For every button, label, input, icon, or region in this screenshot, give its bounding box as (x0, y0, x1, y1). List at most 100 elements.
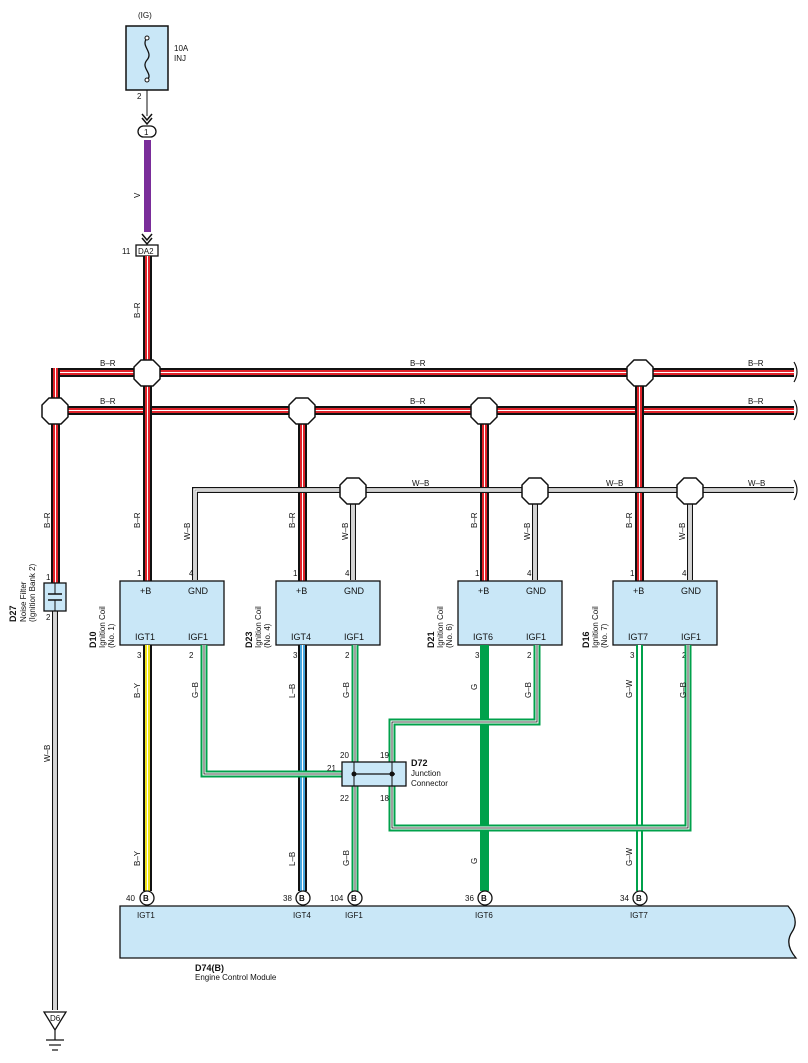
wire-label-wb: W–B (183, 523, 192, 540)
wire-label-wb: W–B (412, 479, 429, 488)
coil-pin-igf: IGF1 (344, 632, 364, 642)
wire-label-br: B–R (133, 512, 142, 528)
coil-pin-igt: IGT7 (628, 632, 648, 642)
wire-g (480, 645, 489, 891)
ecm-connector-letter: B (143, 894, 149, 903)
wire-label-br: B–R (748, 359, 764, 368)
junction-id: D72 (411, 758, 428, 768)
fuse-name: INJ (174, 54, 186, 63)
br-vertical-coil2 (298, 406, 307, 581)
wire-label-gb: G–B (679, 682, 688, 698)
ecm-name: Engine Control Module (195, 973, 277, 982)
ecm-connector-letter: B (351, 894, 357, 903)
wire-label-wb: W–B (341, 523, 350, 540)
coil-num: (No. 1) (107, 623, 116, 648)
wire-label-g: G (470, 858, 479, 864)
fuse-inj (125, 25, 169, 91)
wire-label-gb: G–B (524, 682, 533, 698)
ignition-coil-no4 (275, 580, 381, 646)
ecm-pin-number: 104 (330, 894, 344, 903)
coil-id: D21 (426, 631, 436, 648)
coil-pin-igf: IGF1 (681, 632, 701, 642)
pin-number: 4 (527, 569, 532, 578)
wire-label-wb: W–B (748, 479, 765, 488)
ecm-id: D74(B) (195, 963, 224, 973)
coil-desc: Ignition Coil (254, 606, 263, 648)
pin-number: 2 (527, 651, 532, 660)
pin-number: 2 (189, 651, 194, 660)
wire-label-gw: G–W (625, 847, 634, 866)
inline-connector (137, 125, 157, 138)
noise-filter-id: D27 (8, 605, 18, 622)
coil-pin-gnd: GND (344, 586, 365, 596)
pin-number: 3 (475, 651, 480, 660)
pin-number: 4 (189, 569, 194, 578)
engine-control-module (119, 905, 798, 959)
ignition-coil-no7 (612, 580, 718, 646)
coil-id: D16 (581, 631, 591, 648)
wire-label-by: B–Y (133, 682, 142, 698)
pin-number: 3 (293, 651, 298, 660)
pin-number: 21 (327, 764, 336, 773)
pin-number: 18 (380, 794, 389, 803)
ecm-pin-number: 34 (620, 894, 629, 903)
wire-label-br-top: B–R (133, 302, 142, 318)
coil-pin-igf: IGF1 (526, 632, 546, 642)
wire-label-br: B–R (43, 512, 52, 528)
pin-number: 1 (475, 569, 480, 578)
junction-connector (341, 761, 407, 787)
br-vertical-main (143, 256, 152, 581)
wire-label-br: B–R (410, 397, 426, 406)
br-bus-lower (51, 406, 794, 415)
wire-label-gb: G–B (191, 682, 200, 698)
wire-l-b (298, 645, 307, 891)
ecm-pin-number: 36 (465, 894, 474, 903)
wire-label-wb: W–B (523, 523, 532, 540)
coil-id: D23 (244, 631, 254, 648)
wire-g-b (200, 645, 692, 891)
coil-pin-gnd: GND (681, 586, 702, 596)
pin-number: 20 (340, 751, 349, 760)
ecm-pin-circles (139, 890, 648, 906)
wire-label-v: V (133, 192, 142, 198)
wire-label-lb: L–B (288, 684, 297, 698)
ecm-pin-label: IGT1 (137, 911, 155, 920)
pin-number: 3 (137, 651, 142, 660)
wire-label-gb: G–B (342, 850, 351, 866)
wire-label-br: B–R (100, 359, 116, 368)
pin-number: 2 (345, 651, 350, 660)
pin-number: 1 (293, 569, 298, 578)
wire-violet (144, 140, 151, 232)
junction-line1: Junction (411, 769, 441, 778)
connector-da2-pin: 11 (122, 247, 131, 256)
coil-desc: Ignition Coil (591, 606, 600, 648)
ecm-pin-label: IGT4 (293, 911, 311, 920)
br-vertical-coil4 (635, 368, 644, 581)
ignition-coil-no6 (457, 580, 563, 646)
junction-line2: Connector (411, 779, 448, 788)
br-vertical-coil3 (480, 406, 489, 581)
ecm-connector-letter: B (299, 894, 305, 903)
ecm-pin-label: IGT7 (630, 911, 648, 920)
pin-number: 1 (630, 569, 635, 578)
coil-pin-igt: IGT4 (291, 632, 311, 642)
coil-num: (No. 6) (445, 623, 454, 648)
pin-number: 1 (137, 569, 142, 578)
ecm-connector-letter: B (636, 894, 642, 903)
ecm-connector-letter: B (481, 894, 487, 903)
splice-points (41, 359, 704, 505)
noise-filter-desc2: (Ignition Bank 2) (28, 563, 37, 622)
wire-label-wb: W–B (606, 479, 623, 488)
wb-bus (192, 487, 794, 580)
wire-label-wb: W–B (43, 745, 52, 762)
connector-arrow-icon (141, 113, 153, 126)
coil-desc: Ignition Coil (436, 606, 445, 648)
noise-filter-pin-bottom: 2 (46, 613, 51, 622)
noise-filter-pin-top: 1 (46, 573, 51, 582)
coil-pin-plus-b: +B (140, 586, 151, 596)
coil-num: (No. 7) (600, 623, 609, 648)
pin-number: 4 (345, 569, 350, 578)
noise-filter-desc: Noise Filter (19, 581, 28, 622)
coil-id: D10 (88, 631, 98, 648)
wire-label-br: B–R (100, 397, 116, 406)
